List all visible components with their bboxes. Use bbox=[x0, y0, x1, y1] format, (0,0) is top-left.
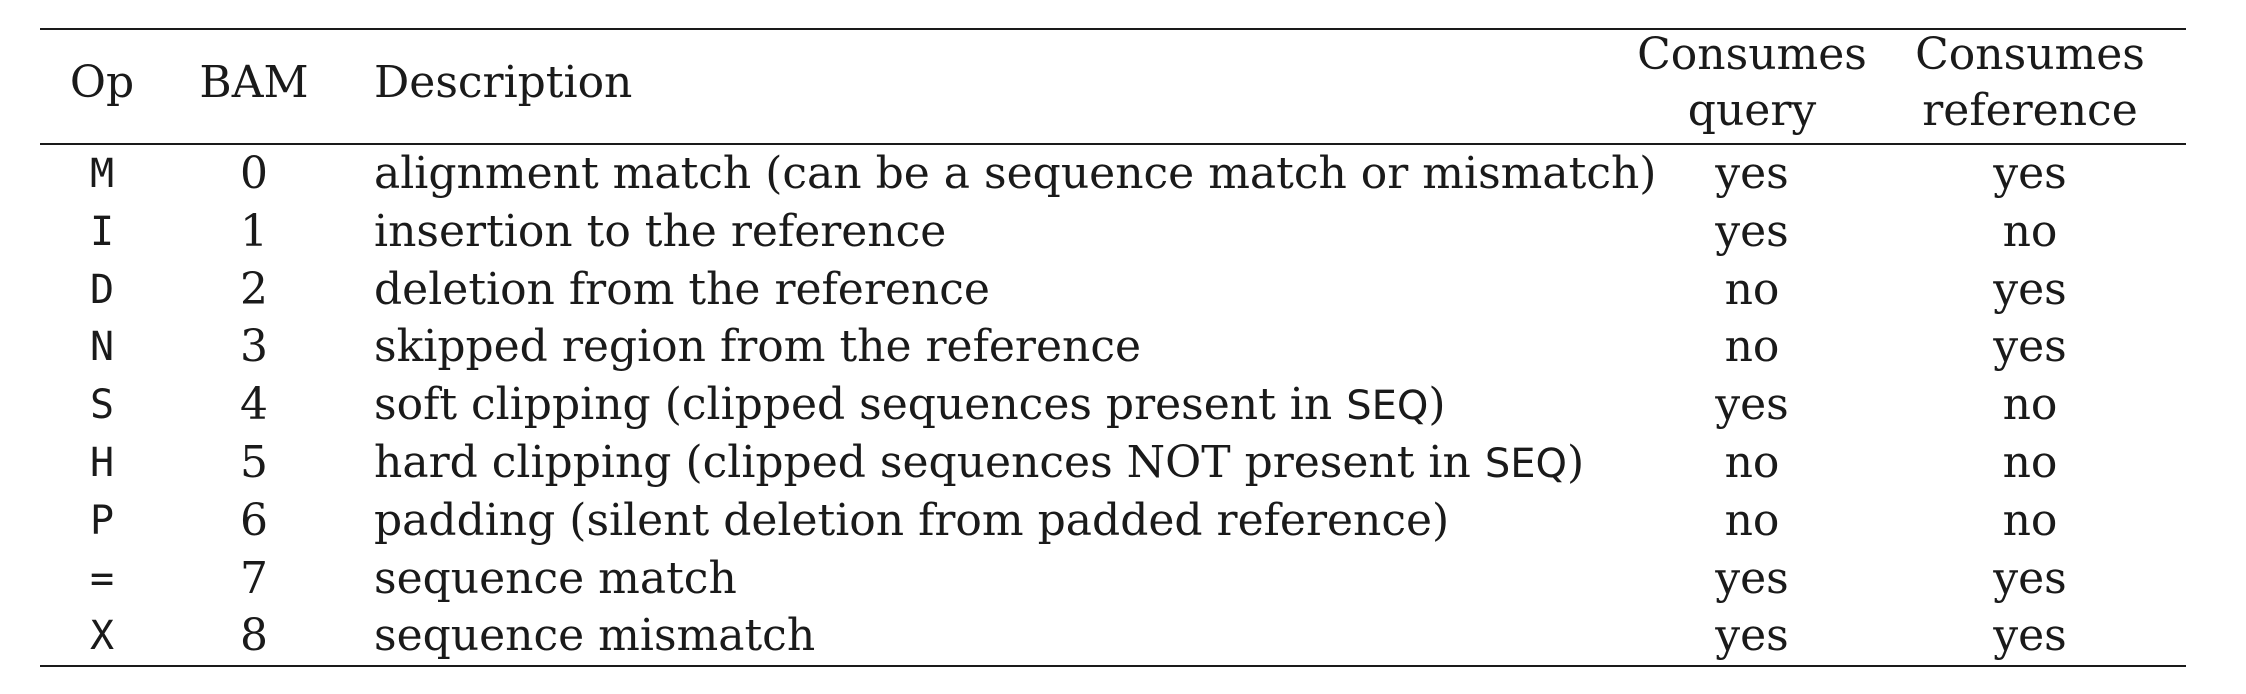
header-consumes-query-line2: query bbox=[1687, 85, 1817, 136]
table-cell-bam: 2 bbox=[240, 264, 268, 315]
table-cell-consumes-reference: yes bbox=[1993, 148, 2067, 199]
description-text-tail: ) bbox=[1566, 437, 1585, 488]
description-text: padding (silent deletion from padded ref… bbox=[374, 495, 1450, 546]
description-text: alignment match (can be a sequence match… bbox=[374, 148, 1657, 199]
table-cell-consumes-reference: no bbox=[2002, 379, 2058, 430]
table-cell-description: sequence match bbox=[374, 550, 737, 608]
header-consumes-reference-line1: Consumes bbox=[1915, 29, 2145, 80]
table-cell-bam: 1 bbox=[240, 206, 268, 257]
description-text: soft clipping (clipped sequences present… bbox=[374, 379, 1347, 430]
table-cell-consumes-query: yes bbox=[1715, 148, 1789, 199]
description-text: hard clipping (clipped sequences NOT pre… bbox=[374, 437, 1485, 488]
seq-field-name: SEQ bbox=[1484, 441, 1567, 487]
table-cell-op: H bbox=[89, 440, 115, 486]
header-bam: BAM bbox=[199, 57, 309, 108]
table-cell-description: skipped region from the reference bbox=[374, 318, 1141, 376]
table-cell-bam: 0 bbox=[240, 148, 268, 199]
table-cell-consumes-query: no bbox=[1724, 437, 1780, 488]
description-text: deletion from the reference bbox=[374, 264, 990, 315]
table-cell-op: = bbox=[89, 556, 115, 602]
table-cell-consumes-query: no bbox=[1724, 321, 1780, 372]
table-cell-consumes-query: yes bbox=[1715, 206, 1789, 257]
table-cell-op: I bbox=[89, 209, 115, 255]
description-text: sequence mismatch bbox=[374, 610, 816, 661]
table-cell-bam: 3 bbox=[240, 321, 268, 372]
table-cell-consumes-query: no bbox=[1724, 495, 1780, 546]
header-consumes-query-line1: Consumes bbox=[1637, 29, 1867, 80]
table-cell-consumes-query: yes bbox=[1715, 379, 1789, 430]
table-cell-description: hard clipping (clipped sequences NOT pre… bbox=[374, 434, 1584, 493]
table-cell-consumes-query: yes bbox=[1715, 610, 1789, 661]
header-consumes-reference-line2: reference bbox=[1922, 85, 2138, 136]
table-cell-consumes-query: yes bbox=[1715, 553, 1789, 604]
table-cell-consumes-reference: yes bbox=[1993, 321, 2067, 372]
table-cell-op: M bbox=[89, 151, 115, 197]
table-cell-consumes-reference: no bbox=[2002, 206, 2058, 257]
table-cell-bam: 4 bbox=[240, 379, 268, 430]
table-cell-consumes-reference: no bbox=[2002, 437, 2058, 488]
table-cell-consumes-reference: no bbox=[2002, 495, 2058, 546]
top-rule bbox=[40, 28, 2186, 30]
table-cell-op: N bbox=[89, 324, 115, 370]
table-cell-description: soft clipping (clipped sequences present… bbox=[374, 376, 1446, 435]
table-cell-description: alignment match (can be a sequence match… bbox=[374, 145, 1656, 203]
header-op: Op bbox=[69, 57, 135, 108]
description-text: sequence match bbox=[374, 553, 737, 604]
header-description: Description bbox=[374, 57, 633, 108]
table-cell-consumes-reference: yes bbox=[1993, 610, 2067, 661]
table-cell-op: P bbox=[89, 498, 115, 544]
table-cell-consumes-reference: yes bbox=[1993, 264, 2067, 315]
table-cell-bam: 8 bbox=[240, 610, 268, 661]
table-cell-description: padding (silent deletion from padded ref… bbox=[374, 492, 1449, 550]
seq-field-name: SEQ bbox=[1346, 383, 1429, 429]
table-cell-description: sequence mismatch bbox=[374, 607, 815, 665]
table-cell-op: D bbox=[89, 267, 115, 313]
description-text-tail: ) bbox=[1428, 379, 1446, 430]
table-cell-bam: 6 bbox=[240, 495, 268, 546]
header-rule bbox=[40, 143, 2186, 145]
table-cell-description: insertion to the reference bbox=[374, 203, 946, 261]
table-cell-description: deletion from the reference bbox=[374, 261, 990, 319]
table-cell-consumes-reference: yes bbox=[1993, 553, 2067, 604]
description-text: skipped region from the reference bbox=[374, 321, 1142, 372]
table-cell-op: S bbox=[89, 382, 115, 428]
table-cell-bam: 5 bbox=[240, 437, 268, 488]
table-cell-op: X bbox=[89, 613, 115, 659]
description-text: insertion to the reference bbox=[374, 206, 947, 257]
table-cell-consumes-query: no bbox=[1724, 264, 1780, 315]
bottom-rule bbox=[40, 665, 2186, 667]
table-cell-bam: 7 bbox=[240, 553, 268, 604]
